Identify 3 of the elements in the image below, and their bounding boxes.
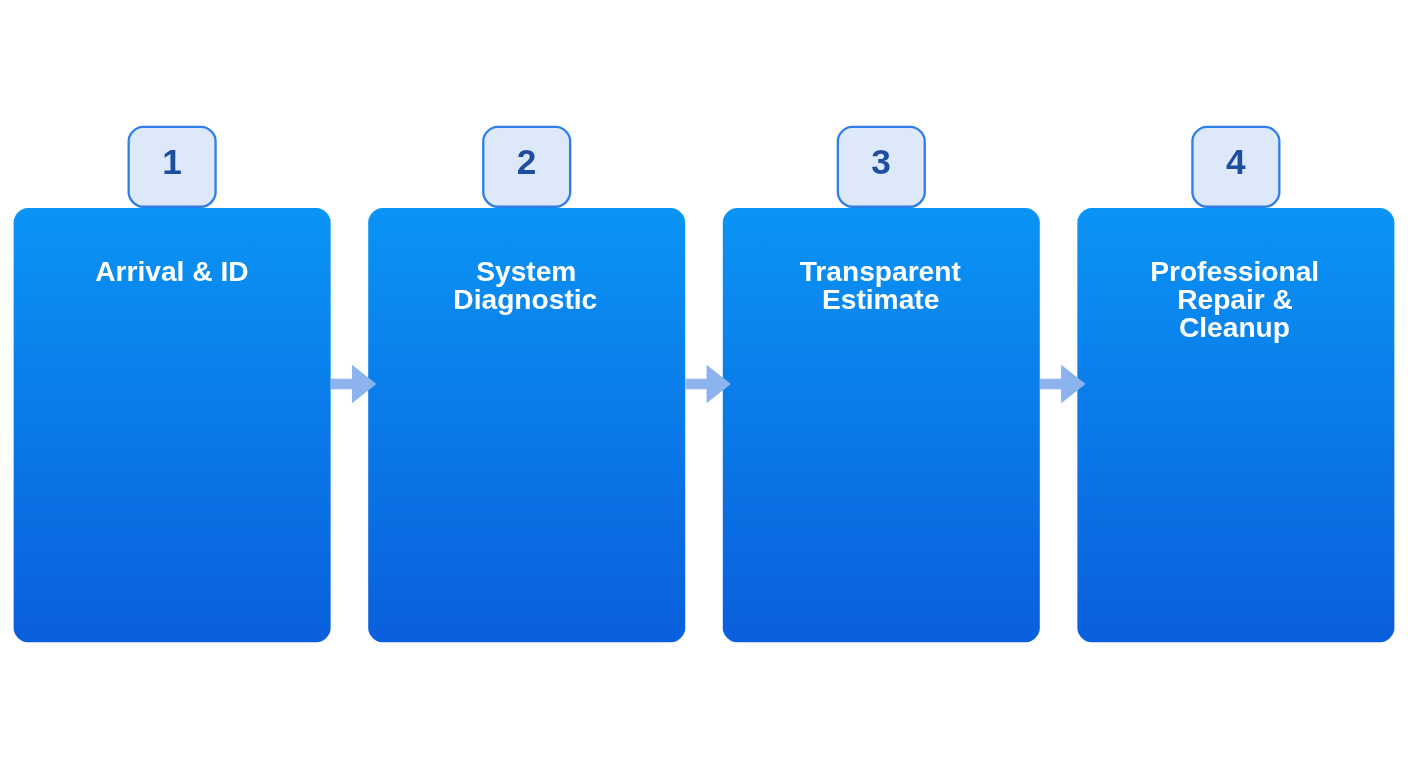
arrow <box>685 364 731 404</box>
arrow <box>330 364 377 404</box>
arrow <box>1040 364 1086 404</box>
